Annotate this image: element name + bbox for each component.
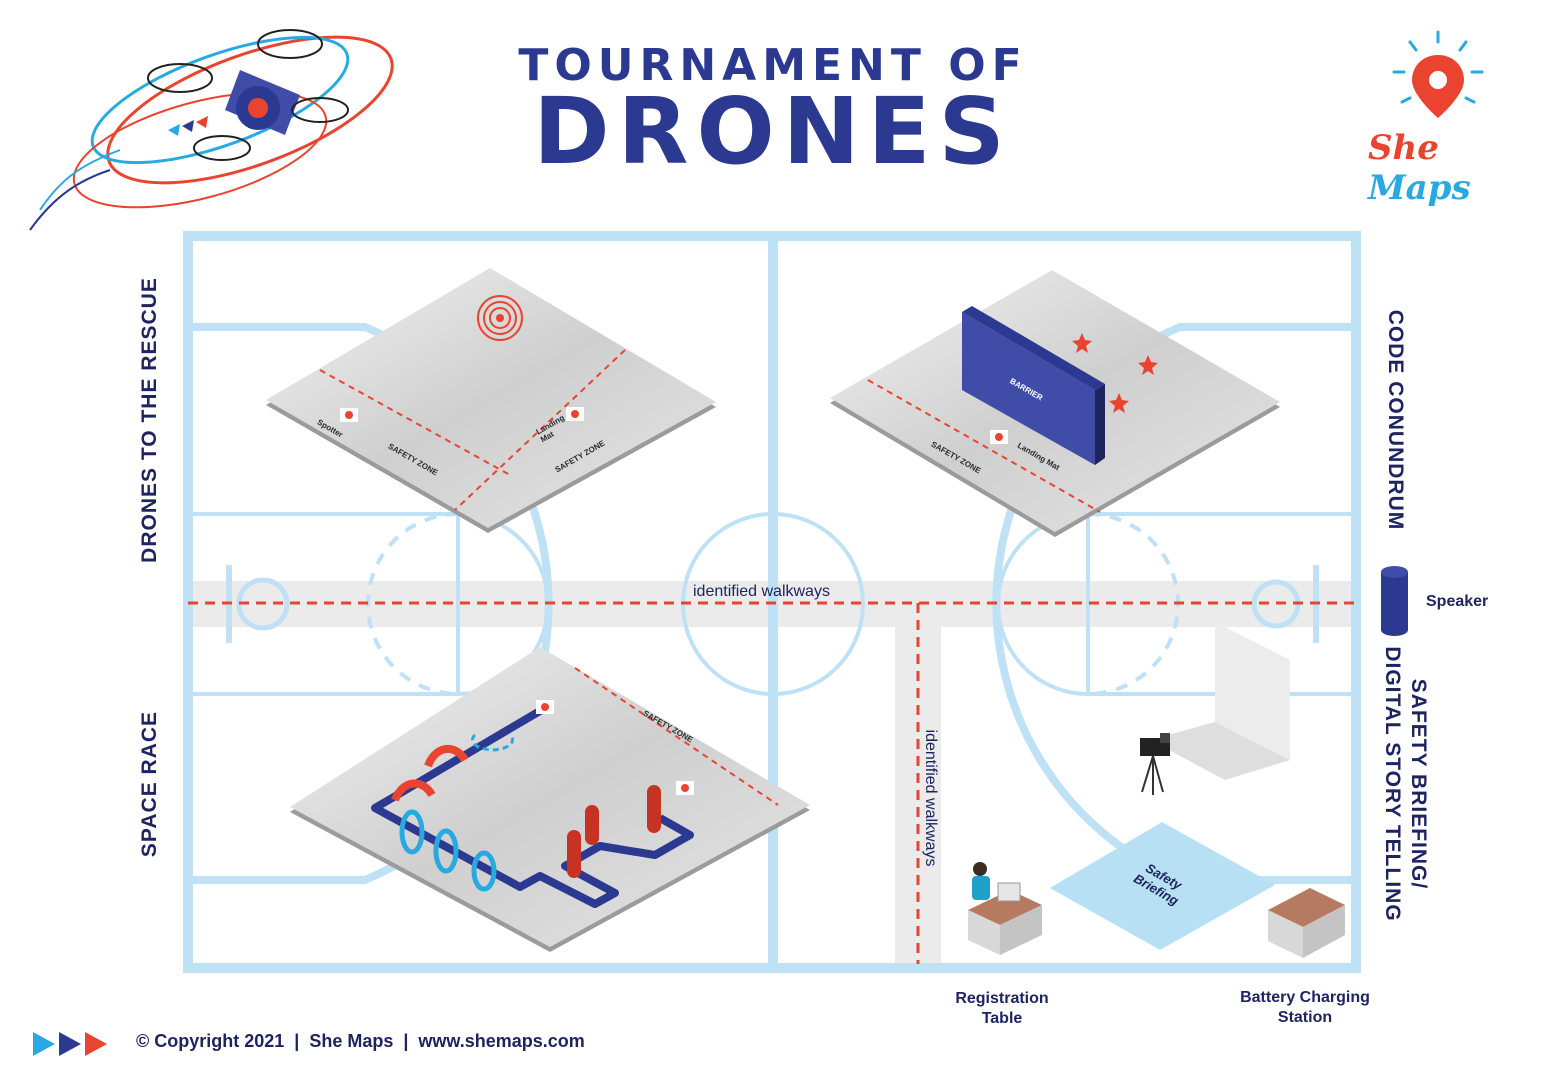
speaker-icon xyxy=(1381,566,1408,636)
title-line-1: TOURNAMENT OF xyxy=(518,40,1028,91)
code-mat xyxy=(830,270,1280,537)
brand-part-1: She xyxy=(1368,128,1439,168)
rescue-mat xyxy=(266,268,716,533)
zone-label-code: CODE CONUNDRUM xyxy=(1384,309,1407,531)
race-mat xyxy=(290,647,810,952)
speaker-legend-label: Speaker xyxy=(1426,593,1489,610)
battery-caption: Battery Charging Station xyxy=(1240,989,1370,1026)
barrier-wall xyxy=(962,312,1095,465)
photo-backdrop xyxy=(1150,622,1290,780)
arch-icon xyxy=(391,744,469,802)
ring-icon xyxy=(399,809,497,892)
camera-icon xyxy=(1140,733,1170,795)
rotate-icon xyxy=(471,733,514,752)
zone-label-race: SPACE RACE xyxy=(138,710,161,858)
pillar-icon xyxy=(567,785,661,878)
registration-caption: Registration Table xyxy=(955,990,1049,1027)
zone-label-rescue: DRONES TO THE RESCUE xyxy=(138,277,161,563)
battery-station-icon xyxy=(1268,888,1345,958)
brand-part-2: Maps xyxy=(1368,168,1471,208)
footer-copyright: © Copyright 2021 | She Maps | www.shemap… xyxy=(136,1031,585,1051)
map-pin-icon xyxy=(1392,30,1484,118)
target-icon xyxy=(477,295,523,341)
person-icon xyxy=(973,862,987,876)
walkway-label-vertical: identified walkways xyxy=(922,729,939,867)
drone-illustration xyxy=(29,29,394,231)
footer-arrows-icon xyxy=(33,1032,107,1056)
brand-logo-text: She Maps xyxy=(1368,128,1546,208)
race-track xyxy=(371,704,694,908)
registration-table-icon xyxy=(968,862,1042,955)
zone-label-briefing: SAFETY BRIEFING/ DIGITAL STORY TELLING xyxy=(1381,646,1430,922)
briefing-mat xyxy=(1050,822,1275,950)
walkway-label-horizontal: identified walkways xyxy=(693,583,830,600)
title-line-2: DRONES xyxy=(533,78,1013,185)
hazard-star-icon xyxy=(1072,333,1158,413)
